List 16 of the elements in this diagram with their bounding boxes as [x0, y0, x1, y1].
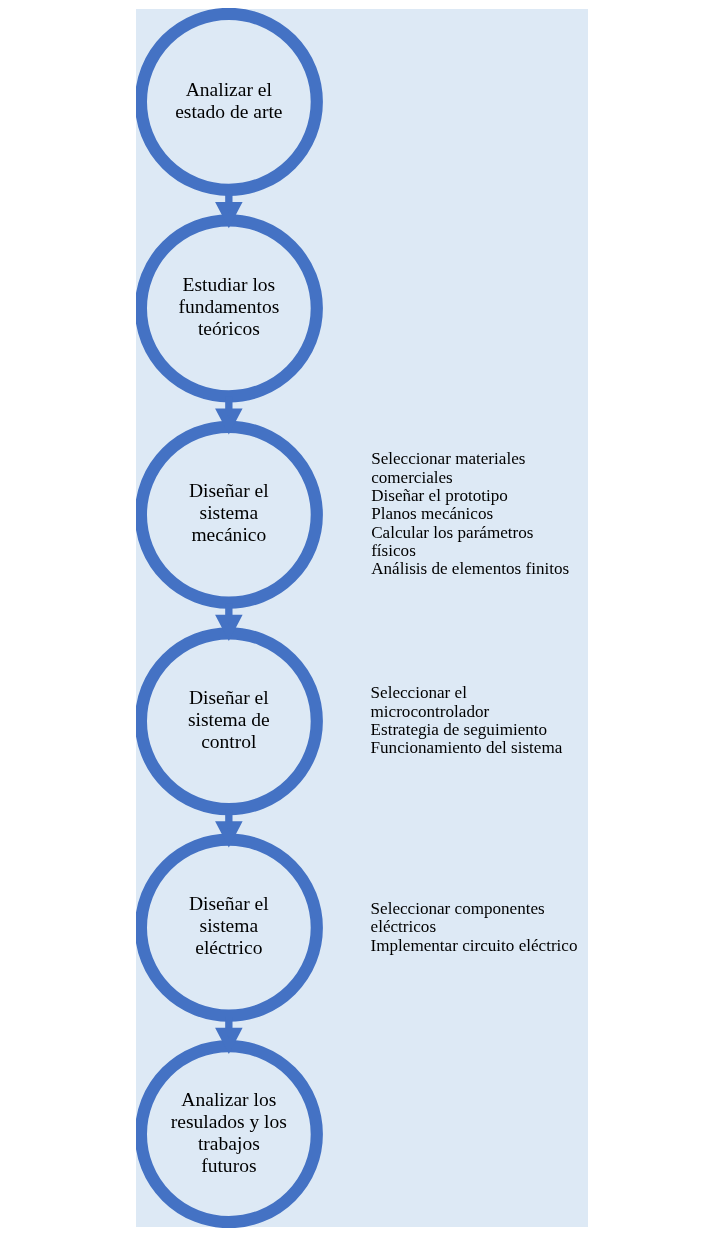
node-circle: Analizar el estado de arte	[135, 8, 323, 196]
node-circle: Diseñar el sistema mecánico	[135, 420, 323, 609]
node-circle: Diseñar el sistema eléctrico	[135, 833, 323, 1022]
node-circle: Estudiar los fundamentos teóricos	[135, 214, 323, 403]
node-label: Planos mecánicos	[370, 504, 493, 524]
node-label: Calcular los parámetros físicos	[370, 522, 534, 560]
node-label: Estrategia de seguimiento	[370, 719, 547, 739]
node-label: Análisis de elementos finitos	[370, 559, 569, 579]
node-circle: Analizar los resulados y los trabajos futuros	[135, 1040, 323, 1228]
node-label: Implementar circuito eléctrico	[370, 935, 577, 955]
node-label: Seleccionar componentes eléctricos	[370, 898, 545, 937]
node-label: Funcionamiento del sistema	[370, 738, 562, 758]
node-label: Seleccionar el microcontrolador	[370, 683, 489, 721]
node-circle: Diseñar el sistema de control	[135, 627, 323, 816]
node-label: Diseñar el prototipo	[370, 485, 508, 505]
node-label: Seleccionar materiales comerciales	[370, 449, 525, 487]
